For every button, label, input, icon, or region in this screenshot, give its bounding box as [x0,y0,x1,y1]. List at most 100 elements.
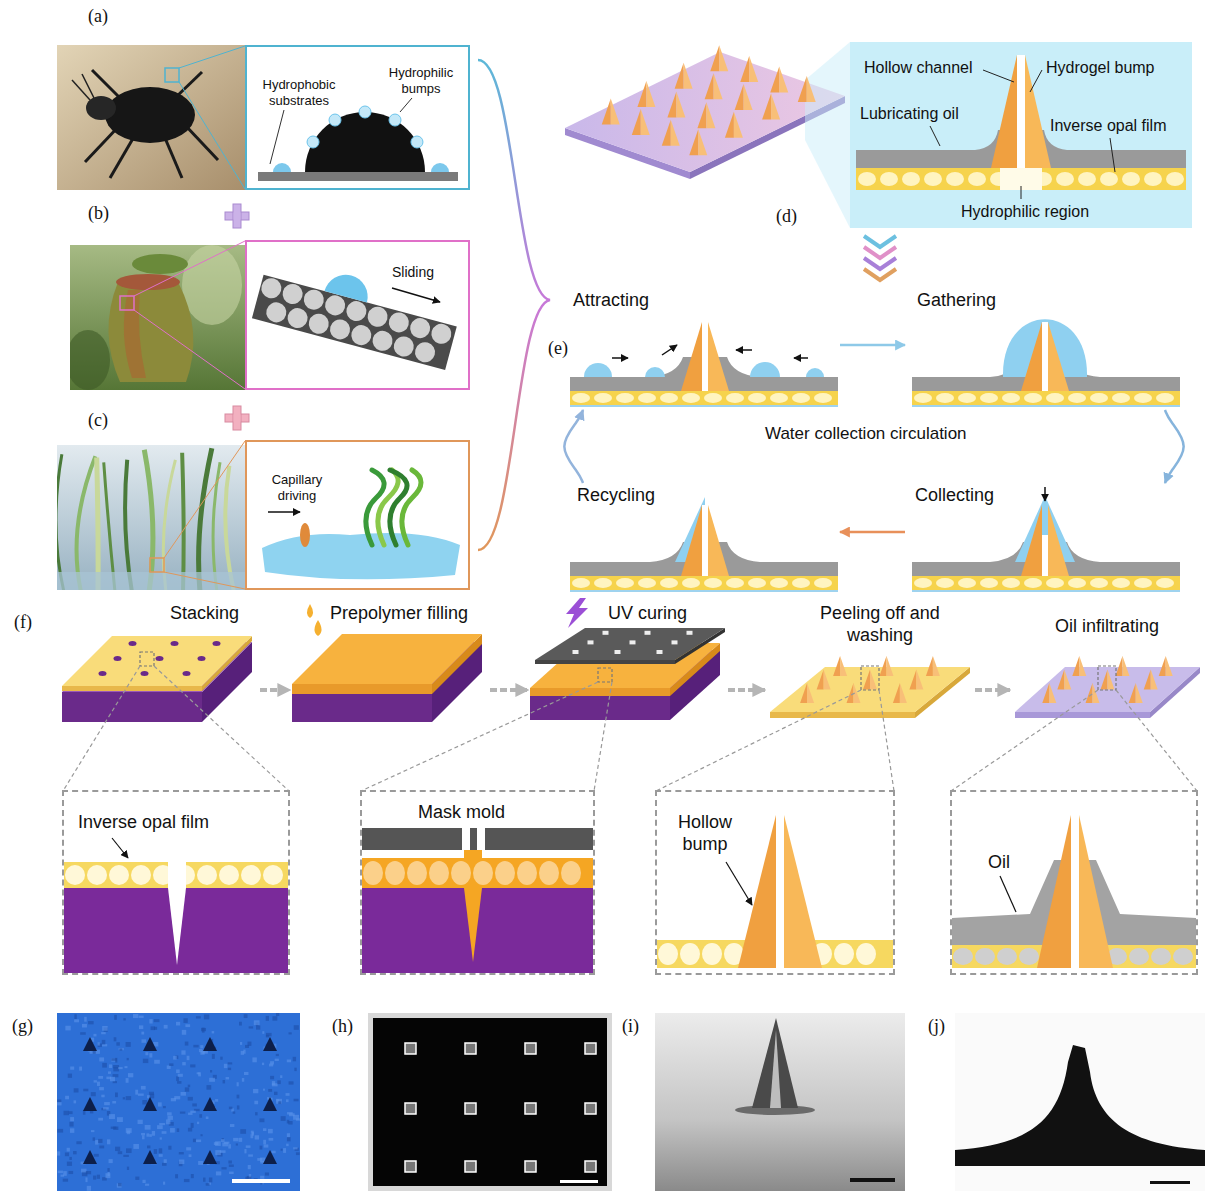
mold [362,888,593,973]
texture [162,1163,167,1166]
texture [179,1160,184,1165]
mask-opening [672,640,678,644]
texture [215,1099,218,1102]
opal-pore [680,943,700,965]
texture [110,1077,115,1082]
texture [201,1134,203,1136]
zoom-line [361,682,598,791]
zoom-line [134,310,245,389]
film-hole [213,641,221,646]
zoom-marker [598,668,612,682]
beetle-body [105,87,195,143]
texture [229,1107,233,1110]
hydrogel-bump [933,656,940,676]
texture [107,1168,109,1172]
hydrogel-bump [744,84,753,110]
micro-bead [259,276,283,300]
opal-pore [1019,948,1039,965]
node-text: Peeling off and washing [810,603,950,646]
hydrogel-bump [1049,683,1056,703]
hydrogel-bump [1042,683,1049,703]
texture [163,1106,166,1108]
mask-opening [687,631,693,635]
opal-pore [770,393,788,403]
texture [283,1148,286,1153]
zoom-line [154,666,289,791]
hydrophilic-bump [411,136,423,148]
opal-pore [658,943,678,965]
texture [104,1102,110,1105]
hydrogel-bump [671,120,680,146]
hydrogel-bump [681,322,702,391]
hydrogel-bump [1079,815,1113,968]
flow-arrow [662,345,677,355]
texture [99,1146,104,1149]
opal-pore [572,393,590,403]
texture [68,1074,72,1078]
texture [177,1081,181,1084]
film-hole [156,656,164,661]
opal-pore [1112,393,1130,403]
texture [108,1071,111,1073]
texture [228,1144,231,1148]
hydrogel-bump [719,45,728,71]
node-text: Gathering [917,290,996,312]
opal-pore [638,578,656,588]
micro-bead [285,306,309,330]
texture [142,1100,147,1104]
texture [260,1146,263,1150]
zoom-box: Mask mold [360,790,595,975]
texture [88,1021,94,1024]
micro-bead [408,316,432,340]
hollow-channel [702,505,708,576]
texture [206,1085,211,1090]
texture [159,1154,163,1157]
texture [97,1042,99,1045]
texture [158,1102,162,1106]
node-text: Hollow channel [864,58,973,77]
hydrogel-bump [1048,505,1069,576]
bump-shadow [263,1097,277,1111]
texture [138,1093,144,1095]
substrate-line [570,590,838,592]
texture [237,1105,239,1109]
texture [168,1146,171,1150]
scale-bar [232,1179,290,1183]
beetle-back [305,112,425,172]
prepolymer-layer [530,688,670,696]
texture [272,1151,276,1154]
hydrogel-bump [916,670,923,690]
hydrogel-bump [740,56,749,82]
beetle-head [86,96,116,120]
grass-blade [163,460,175,590]
opal-pore [958,393,976,403]
opal-pore [702,943,722,965]
texture [101,1032,106,1034]
mask-opening [603,631,609,635]
texture [222,1142,228,1146]
texture [188,1128,192,1132]
micro-bead [413,340,437,364]
mask [485,828,593,850]
leader-line [983,70,1014,82]
texture [286,1099,289,1102]
texture [185,1042,189,1046]
texture [221,1167,226,1169]
texture [94,1080,97,1082]
opal-pore [748,578,766,588]
texture [236,1143,238,1145]
texture [139,1025,143,1029]
texture [186,1147,191,1150]
inset-box: Sliding [245,240,470,390]
zoom-marker [1098,666,1116,690]
node-text: Hydrophilic region [945,202,1105,221]
texture [73,1151,77,1154]
hydrogel-bump [725,112,734,138]
texture [83,1089,88,1092]
scale-bar [1150,1181,1190,1184]
cycle-arrow [840,531,905,534]
hydrogel-bump [840,656,847,676]
mask-opening [657,650,663,654]
texture [126,1078,129,1083]
